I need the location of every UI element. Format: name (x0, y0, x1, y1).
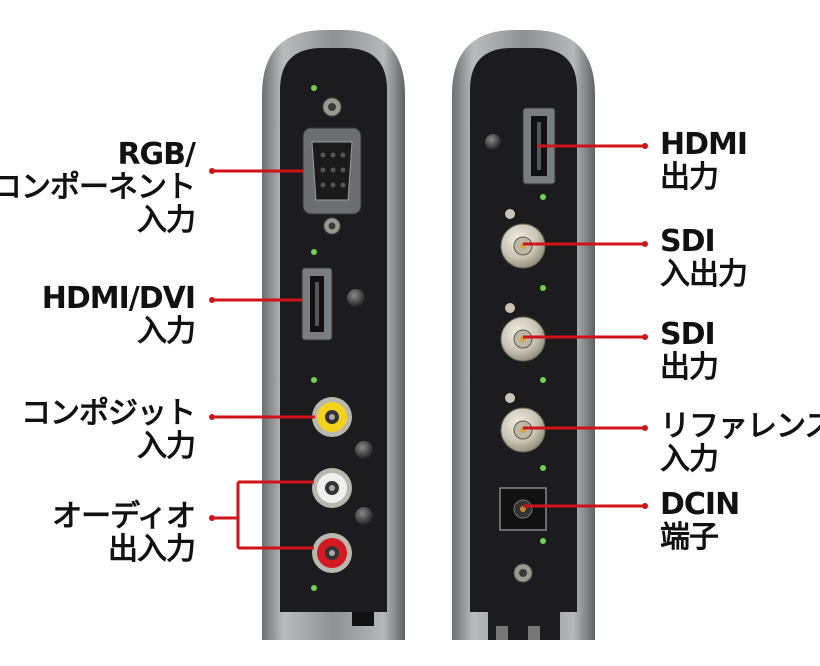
label-sdi-io: SDI 入出力 (660, 224, 748, 292)
label-line: コンポーネント (0, 170, 196, 205)
label-audio-io: オーディオ 出入力 (52, 499, 196, 567)
label-line: 入力 (137, 203, 196, 238)
label-line: DCIN (660, 487, 740, 522)
rca-composite-jack (312, 397, 352, 437)
label-line: 入力 (660, 442, 719, 477)
vga-connector (302, 127, 362, 235)
label-line: 端子 (660, 520, 719, 555)
led-indicators (540, 194, 546, 544)
right-unit (452, 30, 595, 640)
bnc-reference-connector (500, 393, 546, 453)
bnc-sdi-io-connector (500, 209, 546, 269)
label-dcin-terminal: DCIN 端子 (660, 487, 740, 555)
label-line: 出力 (660, 160, 719, 195)
label-line: HDMI/DVI (41, 281, 196, 316)
label-line: SDI (660, 317, 716, 352)
label-sdi-output: SDI 出力 (660, 317, 719, 385)
label-composite-input: コンポジット 入力 (21, 396, 196, 464)
label-line: RGB/ (117, 137, 196, 172)
label-hdmi-dvi-input: HDMI/DVI 入力 (41, 281, 196, 349)
label-line: オーディオ (52, 499, 196, 534)
label-line: HDMI (660, 127, 748, 162)
bnc-sdi-output-connector (500, 303, 546, 362)
label-line: 入出力 (660, 257, 748, 292)
screw (347, 289, 365, 307)
screw (355, 507, 373, 525)
screw (485, 134, 501, 150)
hdmi-input-port (301, 267, 333, 341)
dc-input-jack (499, 487, 547, 531)
screw (355, 441, 373, 459)
rca-audio-white-jack (312, 468, 352, 508)
label-rgb-component-input: RGB/ コンポーネント 入力 (0, 137, 196, 238)
label-line: リファレンス (660, 409, 820, 444)
left-unit (262, 30, 405, 640)
label-line: コンポジット (21, 396, 196, 431)
label-line: 入力 (137, 314, 196, 349)
label-line: 入力 (137, 429, 196, 464)
label-line: SDI (660, 224, 716, 259)
label-line: 出力 (660, 350, 719, 385)
label-reference-input: リファレンス 入力 (660, 410, 820, 476)
label-hdmi-output: HDMI 出力 (660, 127, 748, 195)
leader-lines (212, 144, 645, 550)
rca-audio-red-jack (312, 533, 352, 573)
led-indicators (311, 85, 317, 591)
label-line: 出入力 (108, 532, 196, 567)
